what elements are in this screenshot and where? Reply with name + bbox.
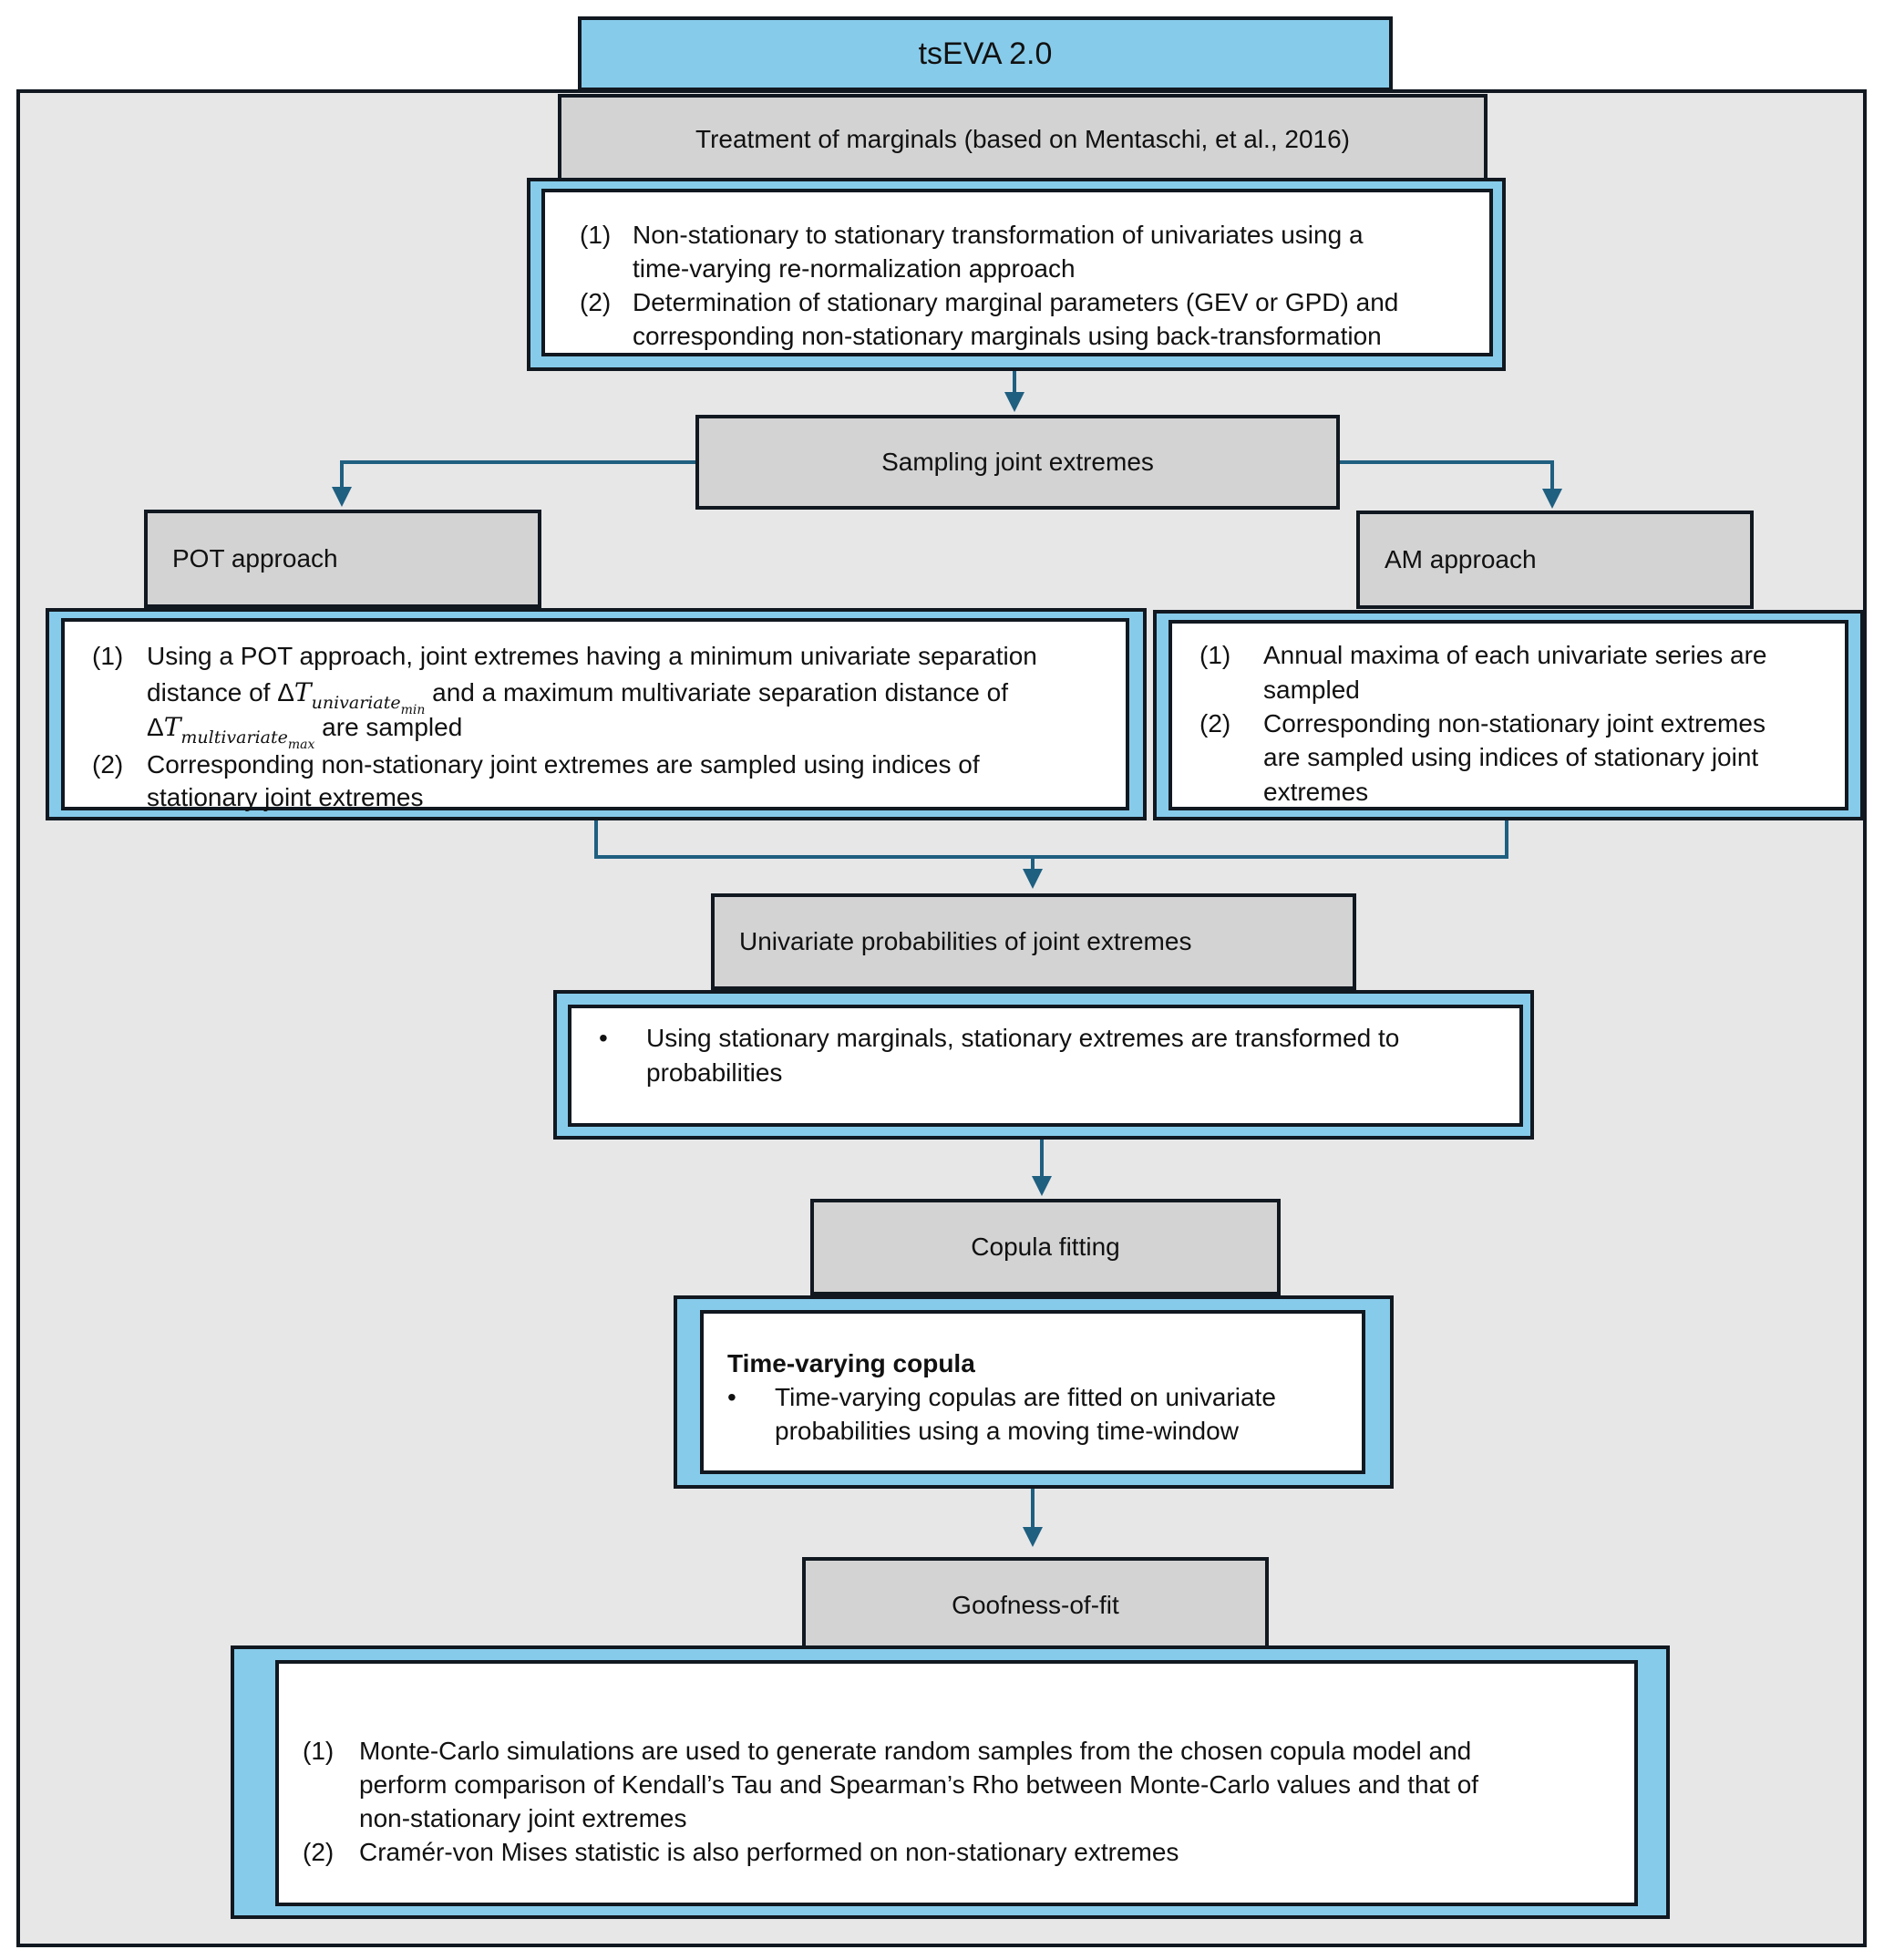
arrow-sampling-to-am xyxy=(1338,460,1554,500)
am-frame: (1) Annual maxima of each univariate ser… xyxy=(1153,610,1864,820)
marginals-heading-text: Treatment of marginals (based on Mentasc… xyxy=(695,125,1350,153)
marginals-item-1-line-1: Non-stationary to stationary transformat… xyxy=(633,221,1364,249)
copula-line-2: probabilities using a moving time-window xyxy=(775,1417,1239,1445)
univariate-bullet: • xyxy=(599,1024,608,1052)
sampling-heading: Sampling joint extremes xyxy=(695,415,1340,510)
marginals-item-2-line-2: corresponding non-stationary marginals u… xyxy=(633,322,1382,350)
am-heading-text: AM approach xyxy=(1385,545,1537,573)
marginals-item-2-line-1: Determination of stationary marginal par… xyxy=(633,288,1399,316)
am-item-2-num: (2) xyxy=(1199,709,1231,738)
marginals-item-1-line-2: time-varying re-normalization approach xyxy=(633,254,1076,283)
am-heading: AM approach xyxy=(1356,511,1754,609)
title-text: tsEVA 2.0 xyxy=(918,36,1053,71)
gof-item-1-line-3: non-stationary joint extremes xyxy=(359,1804,687,1832)
am-item-2-line-2: are sampled using indices of stationary … xyxy=(1263,743,1759,771)
pot-item-1-num: (1) xyxy=(92,642,124,670)
pot-item-1-line-2: distance of ΔTunivariatemin and a maximu… xyxy=(147,677,1008,717)
pot-item-1-line-3: ΔTmultivariatemax are sampled xyxy=(147,712,463,752)
univariate-content: • Using stationary marginals, stationary… xyxy=(568,1005,1523,1127)
gof-heading: Goofness-of-fit xyxy=(802,1557,1269,1654)
copula-frame: Time-varying copula • Time-varying copul… xyxy=(674,1295,1394,1489)
copula-heading: Copula fitting xyxy=(810,1199,1281,1295)
gof-item-2-num: (2) xyxy=(303,1838,335,1866)
connector-merge xyxy=(594,819,1508,859)
univariate-line-2: probabilities xyxy=(646,1058,783,1087)
am-item-1-line-2: sampled xyxy=(1263,676,1360,704)
pot-frame: (1) Using a POT approach, joint extremes… xyxy=(46,608,1147,820)
marginals-item-1-num: (1) xyxy=(580,221,612,249)
copula-heading-text: Copula fitting xyxy=(971,1233,1120,1261)
univariate-frame: • Using stationary marginals, stationary… xyxy=(553,990,1534,1140)
marginals-frame: (1) Non-stationary to stationary transfo… xyxy=(527,178,1506,371)
copula-subheading: Time-varying copula xyxy=(727,1349,975,1377)
gof-item-2-line-1: Cramér-von Mises statistic is also perfo… xyxy=(359,1838,1179,1866)
marginals-heading: Treatment of marginals (based on Mentasc… xyxy=(558,94,1488,185)
marginals-item-2-num: (2) xyxy=(580,288,612,316)
univariate-heading-text: Univariate probabilities of joint extrem… xyxy=(739,927,1192,955)
gof-frame: (1) Monte-Carlo simulations are used to … xyxy=(231,1645,1670,1919)
pot-heading-text: POT approach xyxy=(172,544,338,573)
pot-content: (1) Using a POT approach, joint extremes… xyxy=(61,618,1129,811)
am-item-1-line-1: Annual maxima of each univariate series … xyxy=(1263,641,1767,669)
gof-item-1-num: (1) xyxy=(303,1737,335,1765)
am-item-2-line-3: extremes xyxy=(1263,778,1369,806)
arrow-sampling-to-pot xyxy=(340,460,695,499)
gof-heading-text: Goofness-of-fit xyxy=(952,1591,1119,1619)
am-content: (1) Annual maxima of each univariate ser… xyxy=(1168,620,1848,810)
copula-content: Time-varying copula • Time-varying copul… xyxy=(700,1310,1365,1474)
copula-line-1: Time-varying copulas are fitted on univa… xyxy=(775,1383,1276,1411)
gof-item-1-line-2: perform comparison of Kendall’s Tau and … xyxy=(359,1770,1479,1799)
pot-item-2-line-2: stationary joint extremes xyxy=(147,783,424,811)
gof-item-1-line-1: Monte-Carlo simulations are used to gene… xyxy=(359,1737,1472,1765)
pot-heading: POT approach xyxy=(144,510,541,608)
diagram-title: tsEVA 2.0 xyxy=(578,16,1393,91)
am-item-2-line-1: Corresponding non-stationary joint extre… xyxy=(1263,709,1766,738)
copula-bullet: • xyxy=(727,1383,736,1411)
pot-item-2-num: (2) xyxy=(92,750,124,779)
sampling-heading-text: Sampling joint extremes xyxy=(881,448,1154,476)
gof-content: (1) Monte-Carlo simulations are used to … xyxy=(275,1660,1638,1906)
univariate-line-1: Using stationary marginals, stationary e… xyxy=(646,1024,1400,1052)
pot-item-2-line-1: Corresponding non-stationary joint extre… xyxy=(147,750,980,779)
pot-item-1-line-1: Using a POT approach, joint extremes hav… xyxy=(147,642,1037,670)
am-item-1-num: (1) xyxy=(1199,641,1231,669)
univariate-heading: Univariate probabilities of joint extrem… xyxy=(711,893,1356,990)
marginals-content: (1) Non-stationary to stationary transfo… xyxy=(541,189,1493,356)
